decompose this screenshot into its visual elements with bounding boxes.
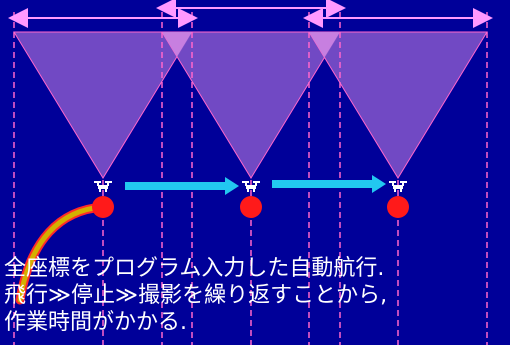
drone-icon [389, 181, 407, 192]
footprint-overlap-1 [162, 32, 192, 57]
footprint-overlap-2 [309, 32, 340, 58]
camera-footprints [13, 31, 488, 179]
camera-footprint-2 [161, 31, 341, 179]
approach-path [15, 202, 108, 305]
guide-lines [13, 12, 488, 345]
waypoint-marker [240, 196, 262, 218]
drone-icon [242, 181, 260, 192]
approach-path-core [17, 204, 106, 303]
caption-line-3: 作業時間がかかる. [4, 310, 187, 335]
dimension-arrows [8, 0, 493, 28]
caption-text: 全座標をプログラム入力した自動航行. 飛行≫停止≫撮影を繰り返すことから, 作業… [4, 255, 387, 336]
flight-arrows [125, 175, 386, 195]
waypoint-marker [92, 196, 114, 218]
drones [94, 181, 407, 192]
drone-icon [94, 181, 112, 192]
waypoint-marker [387, 196, 409, 218]
camera-footprint-1 [13, 31, 193, 179]
caption-line-2: 飛行≫停止≫撮影を繰り返すことから, [4, 283, 388, 308]
waypoints [92, 196, 409, 218]
camera-footprint-3 [308, 31, 488, 179]
caption-line-1: 全座標をプログラム入力した自動航行. [4, 256, 385, 281]
arrow-right-icon [125, 177, 239, 195]
arrow-right-icon [272, 175, 386, 193]
